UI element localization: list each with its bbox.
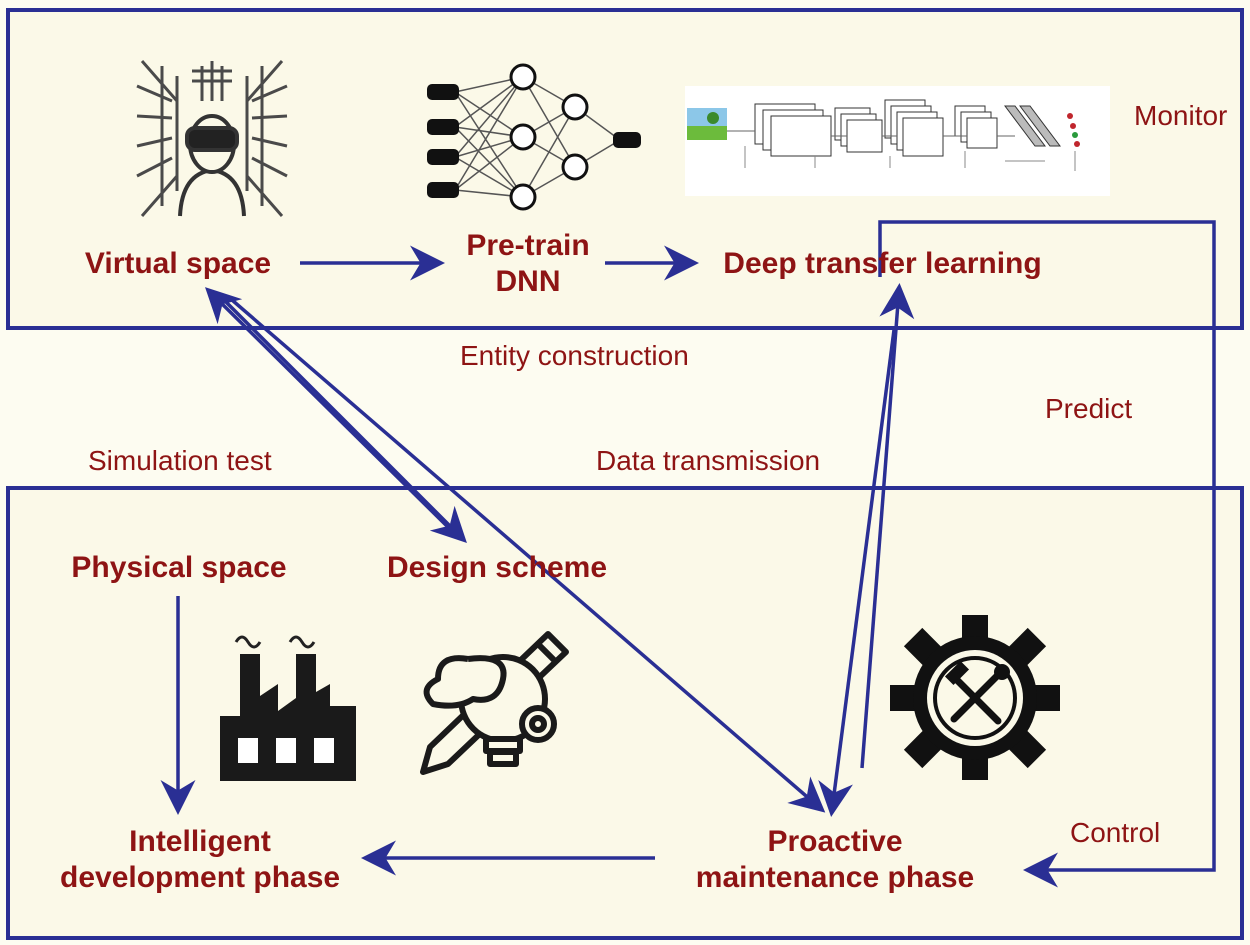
- deep-transfer-learning-title: Deep transfer learning: [723, 247, 1042, 280]
- arrow-proactive-to-transfer: [860, 283, 915, 769]
- arrow-virtual-to-design: [220, 296, 467, 543]
- monitor-label: Monitor: [1134, 100, 1228, 131]
- entity-construction-label: Entity construction: [460, 340, 689, 371]
- physical-space-title: Physical space: [71, 551, 287, 584]
- design-scheme-title: Design scheme: [386, 551, 608, 584]
- arrow-feedback-control: [878, 220, 1216, 888]
- design-lightbulb-pencil-icon: [420, 631, 569, 775]
- intelligent-development-title-line2: development phase: [60, 861, 341, 894]
- arrow-design-to-virtual: [205, 287, 457, 536]
- neural-network-icon: [427, 63, 641, 211]
- pretrain-dnn-title-line2: DNN: [495, 265, 561, 298]
- pretrain-dnn-title-line1: Pre-train: [466, 229, 590, 262]
- vr-headset-person-icon: [136, 60, 288, 217]
- virtual-space-title: Virtual space: [84, 247, 272, 280]
- proactive-maintenance-title-line1: Proactive: [767, 825, 903, 858]
- gear-wrench-hammer-icon: [890, 615, 1060, 780]
- control-label: Control: [1070, 817, 1161, 848]
- intelligent-development-title-line1: Intelligent: [129, 825, 271, 858]
- factory-icon: [220, 635, 356, 781]
- proactive-maintenance-title-line2: maintenance phase: [695, 861, 975, 894]
- data-transmission-label: Data transmission: [596, 445, 821, 476]
- arrow-transfer-to-proactive: [818, 329, 896, 817]
- arrow-virtual-to-proactive: [230, 298, 826, 813]
- cnn-architecture-icon: [685, 86, 1110, 196]
- predict-label: Predict: [1045, 393, 1133, 424]
- simulation-test-label: Simulation test: [88, 445, 272, 476]
